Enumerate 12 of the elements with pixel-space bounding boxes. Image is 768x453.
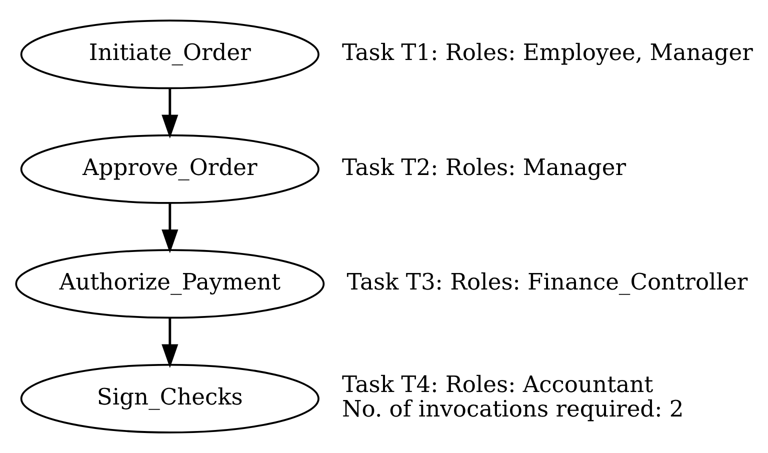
node-label: No. of invocations required: 2 bbox=[342, 396, 684, 423]
node-ellipse: Sign_Checks bbox=[20, 364, 320, 434]
node-label: Task T4: Roles: Accountant bbox=[342, 372, 654, 398]
node-label: Task T1: Roles: Employee, Manager bbox=[342, 40, 753, 66]
node-ellipse: Approve_Order bbox=[20, 134, 320, 204]
node-label: Task T3: Roles: Finance_Controller bbox=[346, 270, 748, 296]
node-ellipse: Authorize_Payment bbox=[15, 249, 325, 319]
arrow bbox=[162, 318, 178, 368]
node-ellipse: Initiate_Order bbox=[20, 20, 320, 90]
arrow bbox=[162, 203, 178, 254]
node-label: Task T2: Roles: Manager bbox=[342, 154, 626, 181]
arrow bbox=[162, 88, 178, 139]
